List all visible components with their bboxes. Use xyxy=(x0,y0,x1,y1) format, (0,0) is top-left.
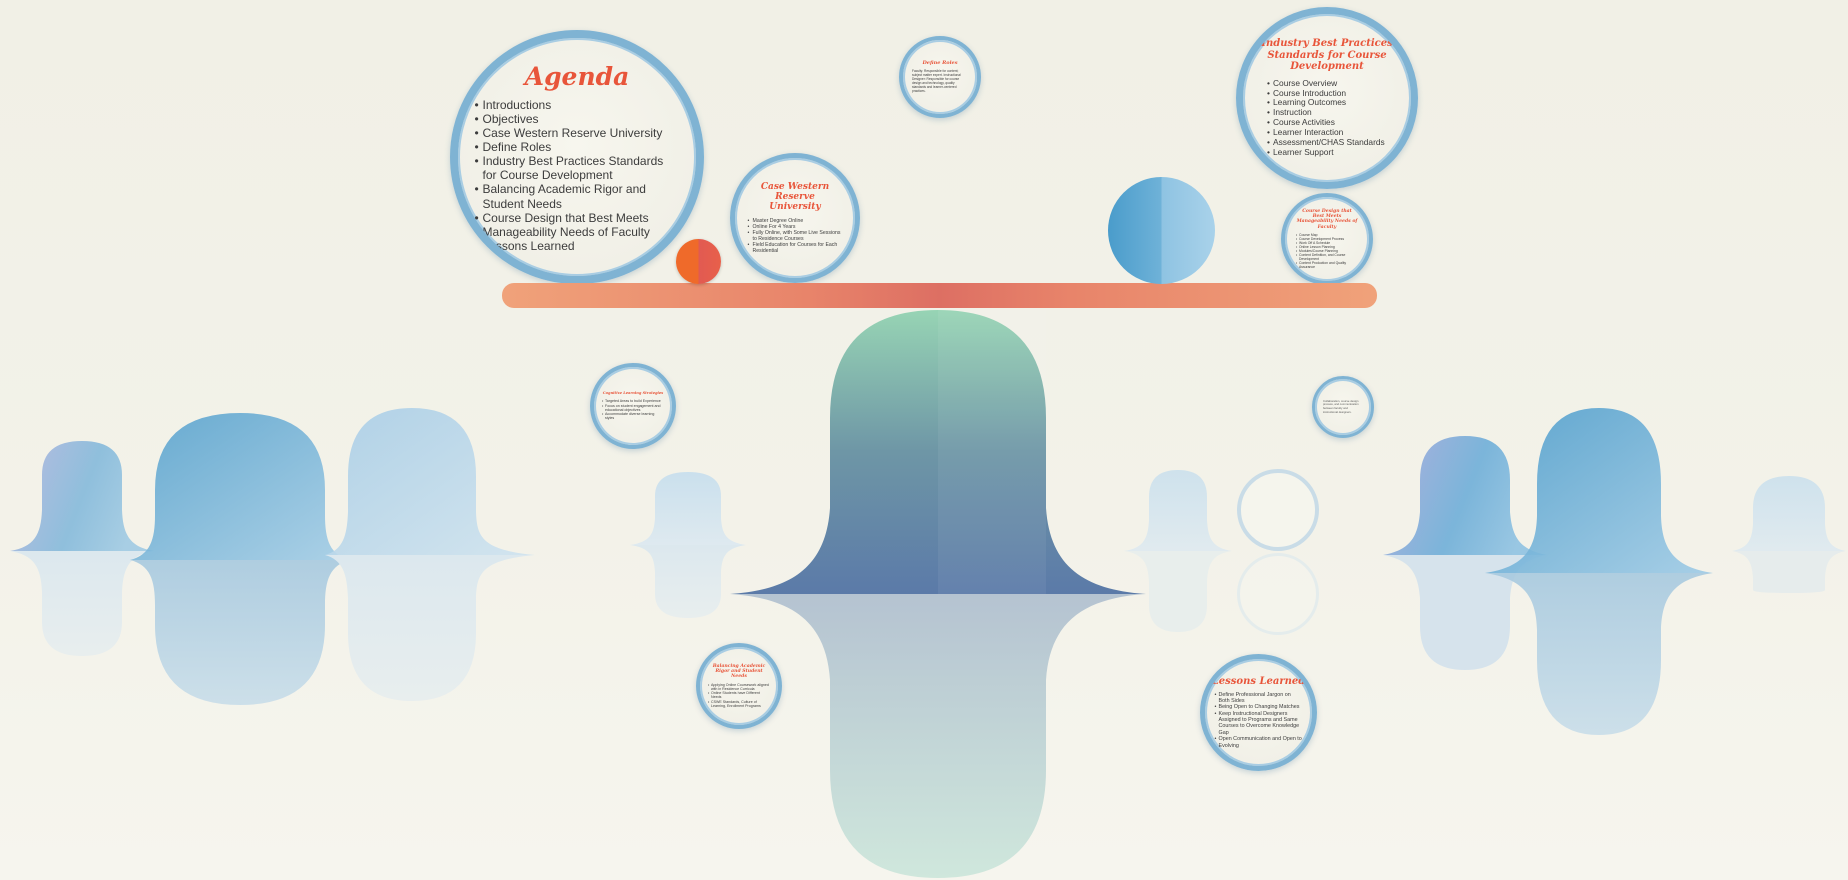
cwru-item: Online For 4 Years xyxy=(748,224,843,230)
cognitive-item: Accommodate diverse learning styles xyxy=(602,412,664,420)
course-design-title: Course Design that Best Meets Manageabil… xyxy=(1296,208,1358,230)
agenda-item: Case Western Reserve University xyxy=(475,126,680,140)
cwru-item: Master Degree Online xyxy=(748,218,843,224)
roles-title: Define Roles xyxy=(922,59,958,66)
cwru-frame[interactable]: Case Western Reserve University Master D… xyxy=(730,153,860,283)
industry-title: Industry Best Practices Standards for Co… xyxy=(1261,38,1393,73)
agenda-item: Lessons Learned xyxy=(475,239,680,253)
course-design-item: Content Definition, and Course Developme… xyxy=(1296,253,1358,261)
lessons-item: Being Open to Changing Matches xyxy=(1215,704,1303,711)
lessons-list: Define Professional Jargon on Both Sides… xyxy=(1215,692,1303,749)
agenda-item: Balancing Academic Rigor and Student Nee… xyxy=(475,182,680,210)
cognitive-title: Cognitive Learning Strategies xyxy=(602,391,664,396)
industry-item: Assessment/CHAS Standards xyxy=(1267,137,1387,148)
cognitive-item: Targeted Areas to build Experience xyxy=(602,399,664,403)
industry-item: Instruction xyxy=(1267,107,1387,118)
course-design-item: Online Lesson Planning xyxy=(1296,245,1358,249)
agenda-item: Define Roles xyxy=(475,140,680,154)
fulcrum xyxy=(730,310,1146,594)
balancing-rigor-frame[interactable]: Balancing Academic Rigor and Student Nee… xyxy=(696,643,782,729)
agenda-frame[interactable]: Agenda Introductions Objectives Case Wes… xyxy=(450,30,704,284)
industry-list: Course Overview Course Introduction Lear… xyxy=(1267,78,1387,158)
blue-weight xyxy=(1108,177,1215,284)
orange-weight xyxy=(676,239,721,284)
industry-item: Learning Outcomes xyxy=(1267,98,1387,109)
lessons-title: Lessons Learned xyxy=(1211,676,1306,688)
course-design-item: Course Development Process xyxy=(1296,237,1358,241)
lessons-learned-frame[interactable]: Lessons Learned Define Professional Jarg… xyxy=(1200,654,1317,771)
cwru-title: Case Western Reserve University xyxy=(760,181,830,213)
industry-standards-frame[interactable]: Industry Best Practices Standards for Co… xyxy=(1236,7,1418,189)
balancing-title: Balancing Academic Rigor and Student Nee… xyxy=(712,663,766,680)
cwru-item: Fully Online, with Some Live Sessions to… xyxy=(748,230,843,242)
small-frame-body: Collaboration, course design process, an… xyxy=(1323,398,1359,414)
cognitive-strategies-frame[interactable]: Cognitive Learning Strategies Targeted A… xyxy=(590,363,676,449)
course-design-item: Modules/Course Planning xyxy=(1296,249,1358,253)
industry-item: Course Activities xyxy=(1267,117,1387,128)
course-design-item: Work Off A Schedule xyxy=(1296,241,1358,245)
define-roles-frame[interactable]: Define Roles Faculty: Responsible for co… xyxy=(899,36,981,118)
agenda-title: Agenda xyxy=(524,61,630,91)
cwru-list: Master Degree Online Online For 4 Years … xyxy=(748,218,843,255)
roles-body: Faculty: Responsible for content; subjec… xyxy=(912,69,961,94)
agenda-item: Introductions xyxy=(475,98,680,112)
cognitive-item: Focus on student engagement and educatio… xyxy=(602,404,664,412)
balancing-list: Applying Online Coursework aligned with … xyxy=(708,683,770,708)
agenda-item: Objectives xyxy=(475,112,680,126)
bells-right xyxy=(1124,408,1846,735)
fulcrum-reflection xyxy=(730,594,1146,878)
lessons-item: Open Communication and Open to Evolving xyxy=(1215,736,1303,749)
balance-beam xyxy=(502,283,1377,308)
industry-item: Course Overview xyxy=(1267,78,1387,89)
cognitive-list: Targeted Areas to build Experience Focus… xyxy=(602,399,664,420)
balancing-item: Online Students have Different Needs xyxy=(708,691,770,699)
course-design-frame[interactable]: Course Design that Best Meets Manageabil… xyxy=(1281,193,1373,285)
industry-item: Course Introduction xyxy=(1267,88,1387,99)
small-frame-right[interactable]: Collaboration, course design process, an… xyxy=(1312,376,1374,438)
agenda-item: Industry Best Practices Standards for Co… xyxy=(475,154,680,182)
bells-left xyxy=(10,408,746,705)
cwru-item: Field Education for Courses for Each Res… xyxy=(748,242,843,254)
balancing-item: CSWE Standards, Culture of Learning, Enr… xyxy=(708,700,770,708)
empty-frame-ring[interactable] xyxy=(1237,469,1319,551)
agenda-item: Course Design that Best Meets Manageabil… xyxy=(475,211,680,239)
lessons-item: Keep Instructional Designers Assigned to… xyxy=(1215,711,1303,737)
balancing-item: Applying Online Coursework aligned with … xyxy=(708,683,770,691)
course-design-list: Course Map Course Development Process Wo… xyxy=(1296,233,1358,269)
lessons-item: Define Professional Jargon on Both Sides xyxy=(1215,692,1303,705)
agenda-list: Introductions Objectives Case Western Re… xyxy=(475,98,680,254)
course-design-item: Content Production and Quality Assurance xyxy=(1296,261,1358,269)
industry-item: Learner Interaction xyxy=(1267,127,1387,138)
course-design-item: Course Map xyxy=(1296,233,1358,237)
empty-frame-ring-reflection xyxy=(1237,553,1319,635)
industry-item: Learner Support xyxy=(1267,147,1387,158)
